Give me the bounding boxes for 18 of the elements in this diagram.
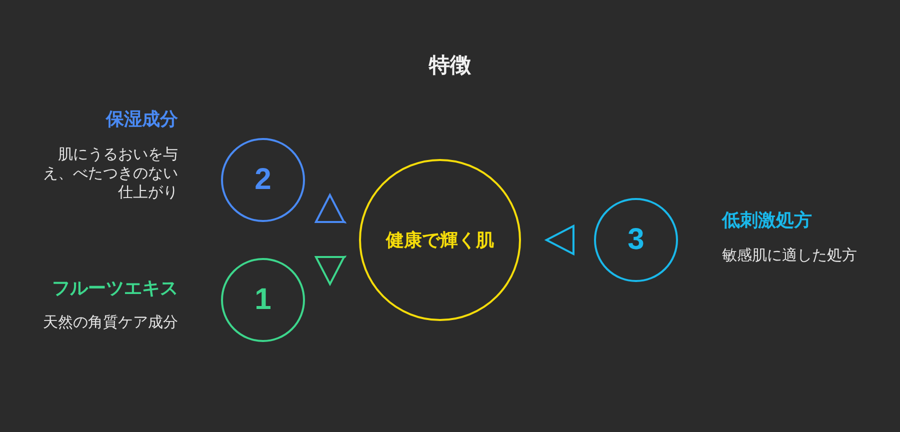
feature-description: 天然の角質ケア成分 — [43, 313, 178, 332]
feature-description: 敏感肌に適した処方 — [722, 246, 857, 265]
step-number: 1 — [254, 283, 272, 317]
triangle-arrow — [545, 225, 574, 255]
triangle-arrow — [314, 255, 347, 286]
circle-label: 健康で輝く肌 — [386, 229, 494, 251]
step-number: 2 — [254, 163, 272, 197]
numbered-circle — [221, 258, 305, 342]
center-circle — [359, 159, 521, 321]
feature-heading: フルーツエキス — [52, 277, 178, 300]
feature-heading: 低刺激処方 — [722, 209, 812, 232]
feature-heading: 保湿成分 — [106, 108, 178, 131]
feature-description: 肌にうるおいを与え、べたつきのない仕上がり — [42, 145, 178, 202]
numbered-circle — [221, 138, 305, 222]
numbered-circle — [594, 198, 678, 282]
title: 特徴 — [429, 54, 471, 77]
step-number: 3 — [628, 223, 644, 257]
triangle-arrow — [314, 194, 347, 224]
